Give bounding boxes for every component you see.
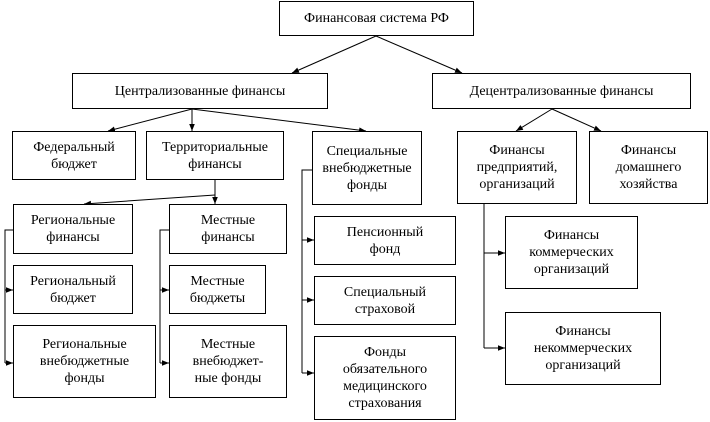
federal-budget-node: Федеральный бюджет	[12, 131, 136, 180]
local-budgets-node: Местные бюджеты	[169, 265, 266, 314]
arrow-decentralized-to-enterprises	[515, 108, 553, 132]
pension-fund-node: Пенсионный фонд	[314, 216, 456, 265]
arrow-centralized-to-federal	[107, 108, 193, 132]
arrow-centralized-to-special	[191, 108, 367, 133]
centralized-finance-node: Централизованные финансы	[72, 73, 328, 109]
enterprise-finance-node: Финансы предприятий, организаций	[457, 131, 577, 204]
local-trunk	[159, 229, 169, 363]
arrow-root-to-decentralized	[375, 35, 463, 74]
regional-finance-node: Региональные финансы	[13, 204, 133, 254]
special-trunk	[301, 169, 312, 373]
root-node: Финансовая система РФ	[279, 1, 474, 36]
regional-offbudget-funds-node: Региональные внебюджетные фонды	[13, 325, 156, 398]
arrow-root-to-centralized	[291, 35, 377, 74]
arrow-territorial-to-regional	[83, 194, 216, 207]
noncommercial-org-finance-node: Финансы некоммерческих организаций	[505, 312, 661, 385]
commercial-org-finance-node: Финансы коммерческих организаций	[505, 216, 638, 289]
local-finance-node: Местные финансы	[169, 204, 287, 254]
household-finance-node: Финансы домашнего хозяйства	[589, 131, 708, 204]
decentralized-finance-node: Децентрализованные финансы	[432, 73, 691, 109]
special-offbudget-funds-node: Специальные внебюджетные фонды	[312, 131, 422, 205]
territorial-finance-node: Территориальные финансы	[146, 131, 284, 180]
medical-insurance-funds-node: Фонды обязательного медицинского страхов…	[314, 336, 456, 420]
regional-budget-node: Региональный бюджет	[13, 265, 133, 314]
regional-trunk	[4, 229, 13, 363]
local-offbudget-funds-node: Местные внебюджет- ные фонды	[169, 325, 287, 398]
arrow-decentralized-to-households	[551, 108, 602, 132]
special-insurance-node: Специальный страховой	[314, 276, 456, 325]
